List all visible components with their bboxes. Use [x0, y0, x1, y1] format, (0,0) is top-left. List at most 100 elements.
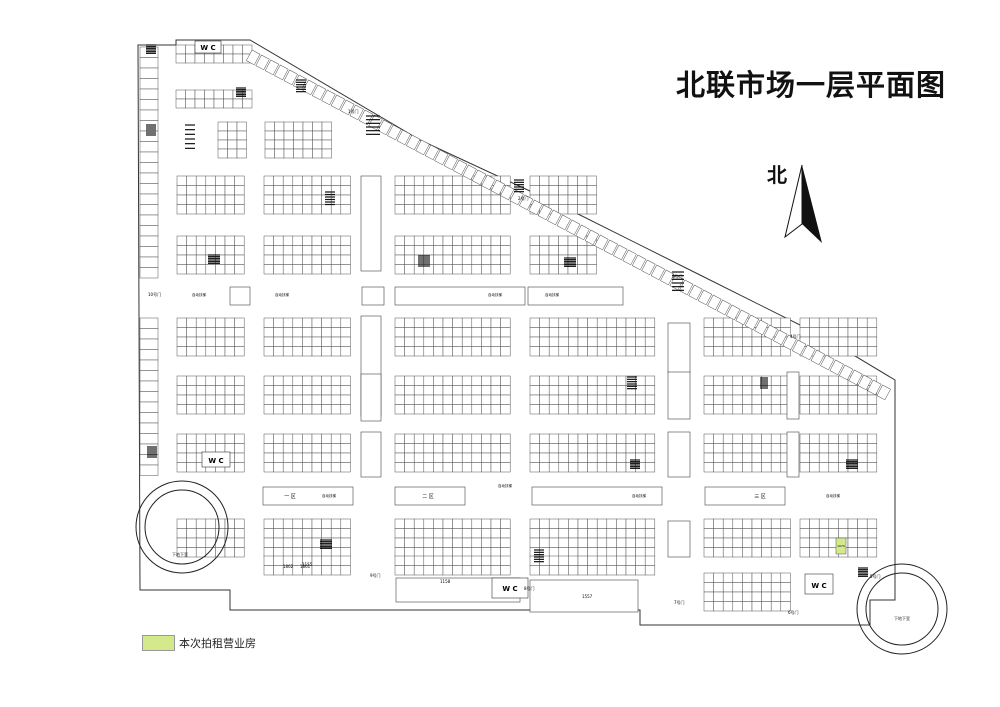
- stall[interactable]: [185, 53, 196, 64]
- stall[interactable]: [413, 375, 425, 386]
- stall[interactable]: [539, 452, 550, 463]
- stall[interactable]: [452, 254, 463, 265]
- stall[interactable]: [596, 452, 608, 463]
- stall[interactable]: [635, 327, 646, 338]
- stall[interactable]: [176, 375, 187, 386]
- stall[interactable]: [205, 317, 216, 328]
- stall[interactable]: [529, 185, 540, 196]
- stall[interactable]: [433, 204, 444, 215]
- stall-left-edge[interactable]: [139, 151, 159, 163]
- stall[interactable]: [205, 528, 216, 539]
- stall-diagonal[interactable]: [443, 154, 458, 171]
- stall[interactable]: [452, 327, 463, 338]
- stall[interactable]: [404, 547, 415, 558]
- stall[interactable]: [866, 547, 878, 558]
- stall[interactable]: [635, 336, 646, 347]
- stall-diagonal[interactable]: [340, 99, 355, 116]
- stall[interactable]: [195, 317, 207, 328]
- stall[interactable]: [234, 404, 245, 415]
- stall[interactable]: [330, 433, 342, 444]
- stall[interactable]: [838, 443, 849, 454]
- stall[interactable]: [433, 433, 444, 444]
- stall[interactable]: [558, 375, 569, 386]
- stall[interactable]: [500, 433, 511, 444]
- stall[interactable]: [302, 245, 313, 256]
- stall[interactable]: [423, 518, 434, 529]
- stall[interactable]: [644, 518, 656, 529]
- stall[interactable]: [857, 346, 868, 357]
- stall[interactable]: [433, 385, 444, 396]
- stall[interactable]: [722, 452, 734, 463]
- stall[interactable]: [176, 385, 187, 396]
- stall[interactable]: [461, 235, 473, 246]
- stall[interactable]: [273, 336, 284, 347]
- stall[interactable]: [423, 175, 434, 186]
- stall[interactable]: [302, 346, 313, 357]
- stall[interactable]: [224, 254, 235, 265]
- stall[interactable]: [644, 394, 656, 405]
- stall[interactable]: [311, 394, 322, 405]
- stall[interactable]: [644, 452, 656, 463]
- stall[interactable]: [847, 394, 858, 405]
- stall[interactable]: [205, 404, 216, 415]
- stall[interactable]: [224, 433, 235, 444]
- stall[interactable]: [866, 336, 878, 347]
- stall[interactable]: [311, 404, 322, 415]
- stall[interactable]: [481, 555, 492, 566]
- stall[interactable]: [442, 235, 453, 246]
- stall[interactable]: [568, 555, 579, 566]
- stall[interactable]: [423, 346, 434, 357]
- stall[interactable]: [529, 443, 540, 454]
- stall[interactable]: [263, 452, 274, 463]
- stall[interactable]: [461, 336, 473, 347]
- stall[interactable]: [404, 518, 415, 529]
- stall[interactable]: [770, 601, 782, 612]
- stall[interactable]: [596, 346, 608, 357]
- stall[interactable]: [568, 565, 579, 576]
- stall[interactable]: [838, 528, 849, 539]
- stall[interactable]: [625, 537, 636, 548]
- stall[interactable]: [770, 317, 782, 328]
- stall[interactable]: [195, 336, 207, 347]
- stall-diagonal[interactable]: [810, 349, 825, 366]
- stall[interactable]: [761, 518, 772, 529]
- stall[interactable]: [394, 235, 405, 246]
- stall[interactable]: [263, 565, 274, 576]
- stall-diagonal[interactable]: [274, 64, 289, 81]
- stall[interactable]: [330, 264, 342, 275]
- stall[interactable]: [330, 394, 342, 405]
- stall[interactable]: [625, 565, 636, 576]
- stall[interactable]: [742, 572, 753, 583]
- stall[interactable]: [838, 336, 849, 347]
- stall-diagonal[interactable]: [387, 124, 402, 141]
- stall[interactable]: [770, 518, 782, 529]
- stall[interactable]: [282, 336, 294, 347]
- stall[interactable]: [176, 528, 187, 539]
- stall[interactable]: [481, 317, 492, 328]
- stall[interactable]: [732, 346, 743, 357]
- stall[interactable]: [452, 204, 463, 215]
- stall[interactable]: [413, 537, 425, 548]
- stall[interactable]: [471, 452, 482, 463]
- stall[interactable]: [770, 452, 782, 463]
- stall-diagonal[interactable]: [537, 204, 553, 221]
- stall[interactable]: [215, 204, 226, 215]
- stall[interactable]: [292, 346, 303, 357]
- stall[interactable]: [722, 518, 734, 529]
- stall[interactable]: [586, 204, 597, 215]
- stall[interactable]: [433, 462, 444, 473]
- stall[interactable]: [761, 452, 772, 463]
- stall[interactable]: [828, 433, 839, 444]
- stall-diagonal[interactable]: [763, 324, 778, 341]
- stall[interactable]: [263, 537, 274, 548]
- stall[interactable]: [461, 462, 473, 473]
- stall[interactable]: [529, 346, 540, 357]
- stall[interactable]: [404, 175, 415, 186]
- stall[interactable]: [548, 245, 559, 256]
- stall[interactable]: [742, 452, 753, 463]
- stall[interactable]: [809, 336, 820, 347]
- stall[interactable]: [340, 462, 351, 473]
- stall[interactable]: [215, 404, 226, 415]
- stall[interactable]: [635, 404, 646, 415]
- stall[interactable]: [340, 185, 351, 196]
